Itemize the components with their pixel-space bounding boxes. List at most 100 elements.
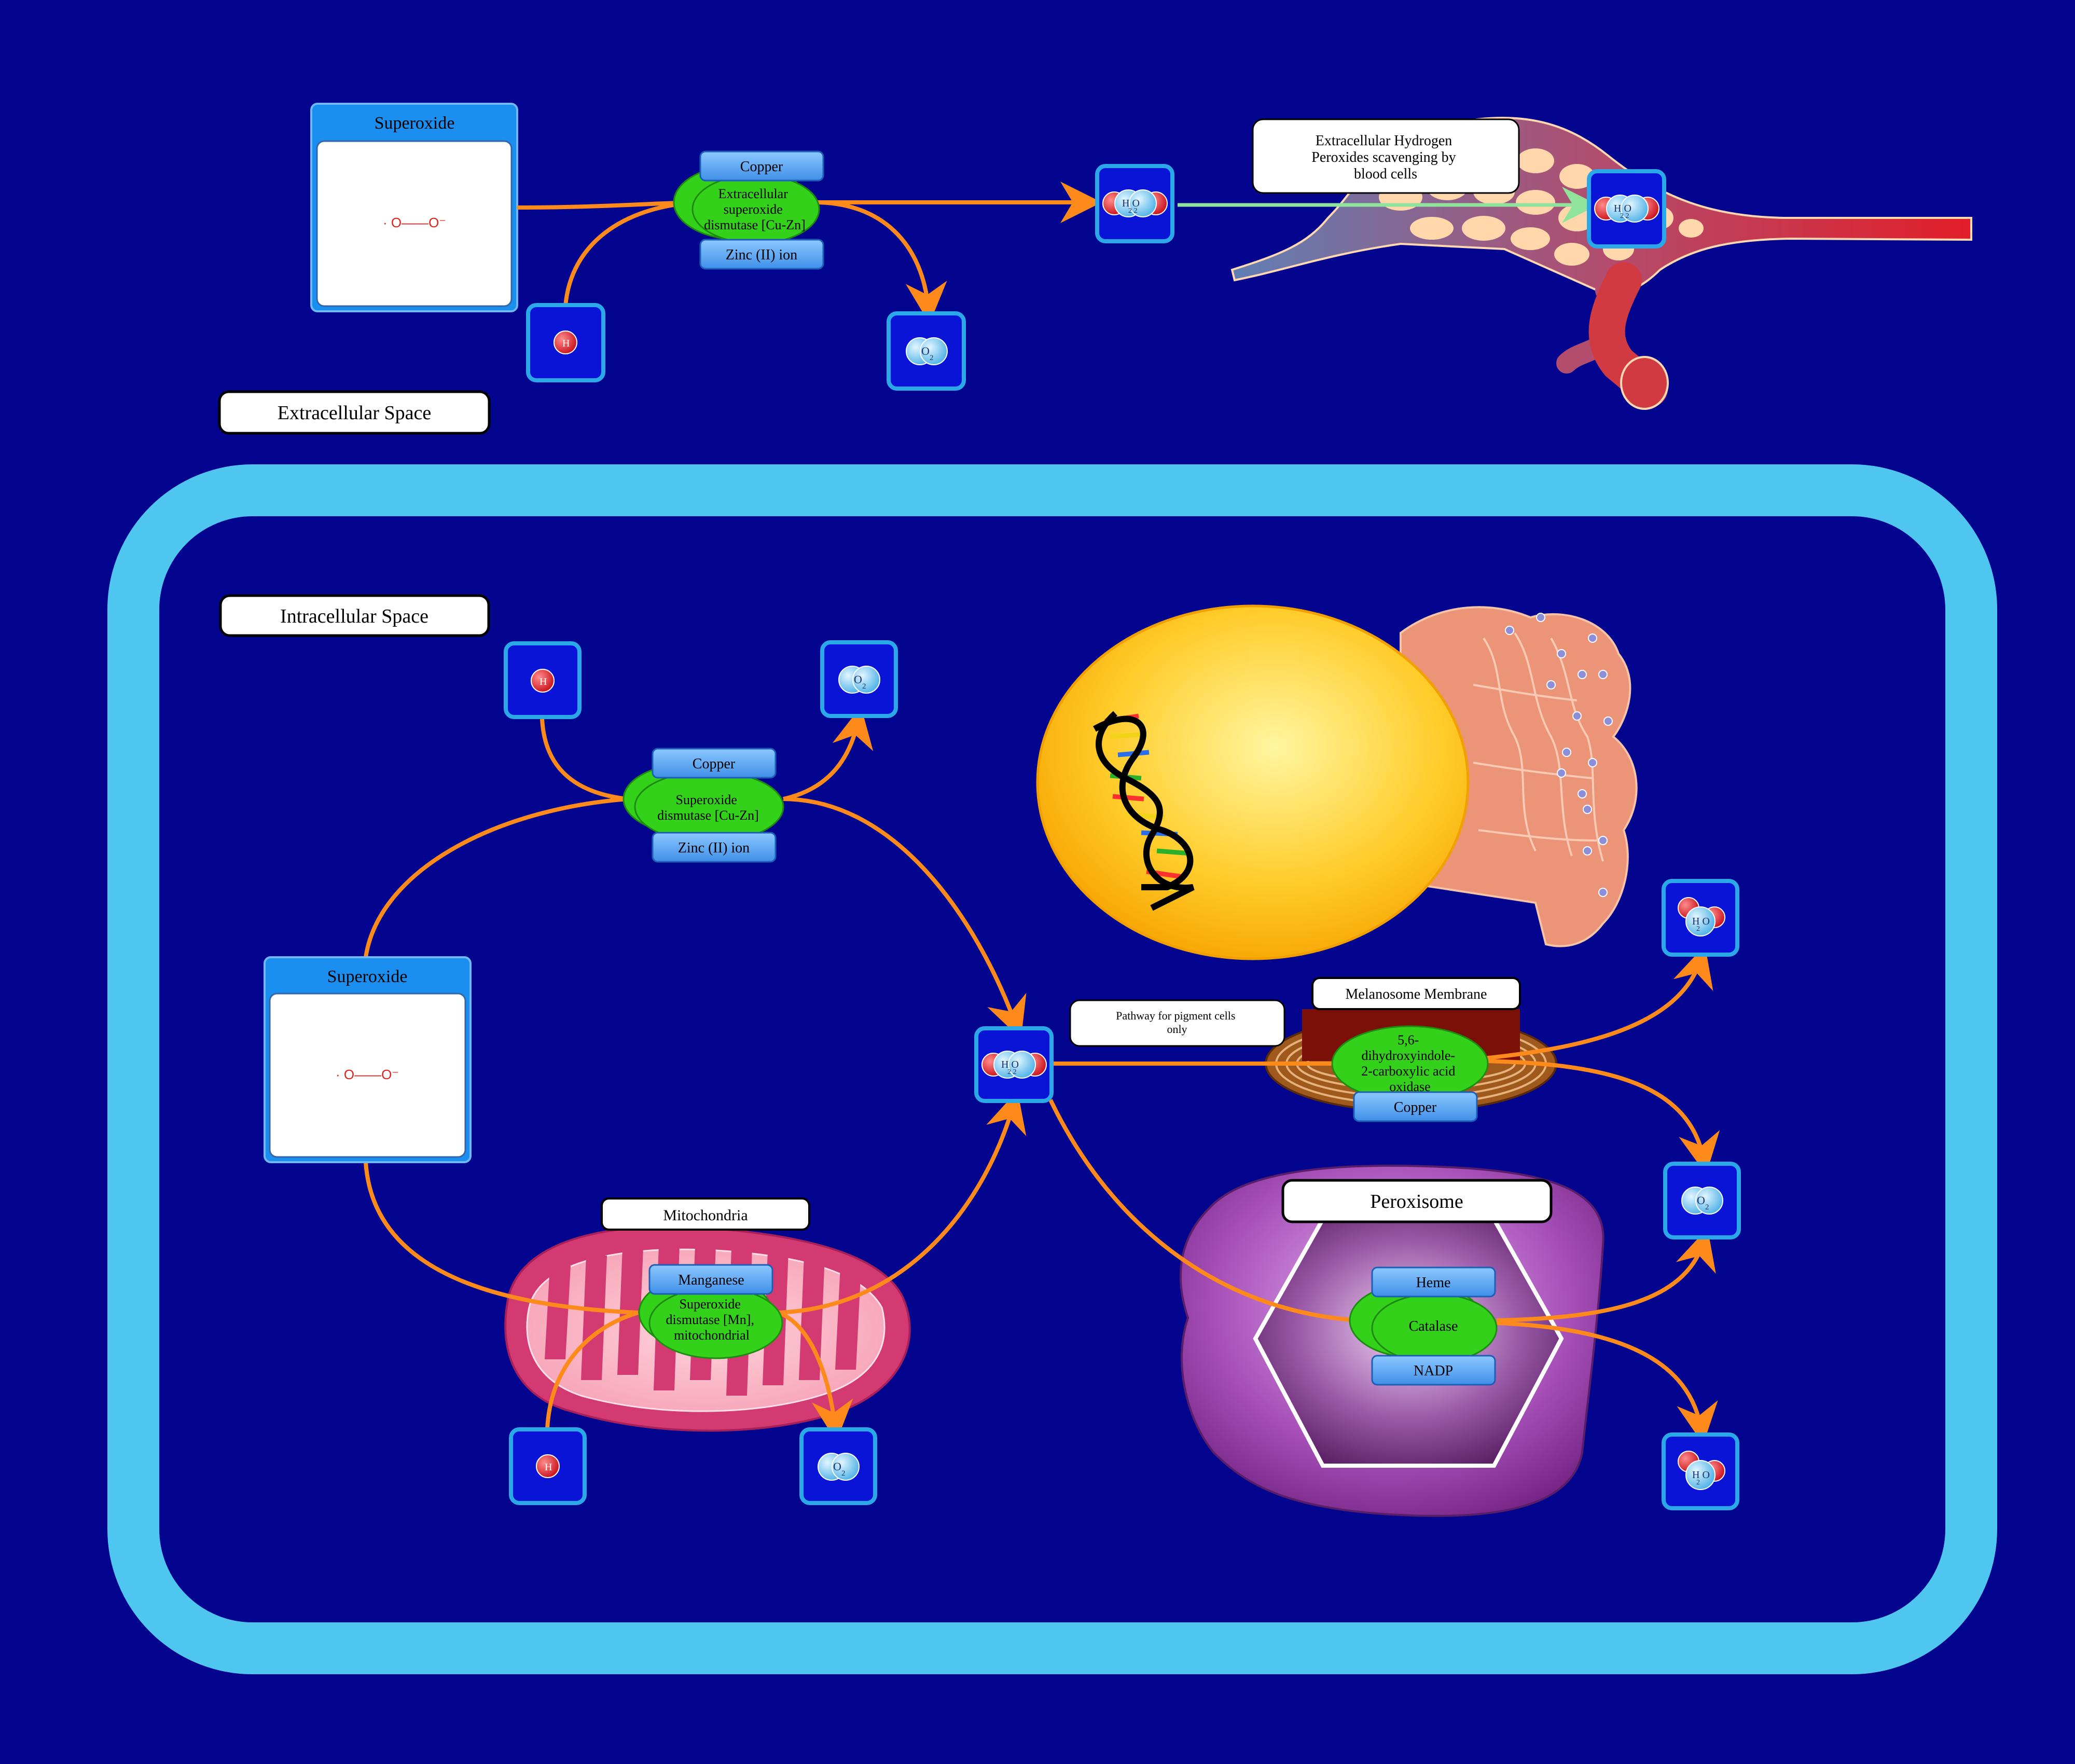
- arrow-superoxide-to-sodcuzn: [364, 797, 628, 958]
- svg-text:H: H: [540, 676, 547, 687]
- catalase-enzyme[interactable]: Catalase Heme NADP: [1349, 1266, 1498, 1386]
- svg-text:2: 2: [841, 1469, 846, 1478]
- extracellular-region: Superoxide · O——O⁻ Extracellular superox…: [218, 103, 1972, 435]
- superoxide-formula: · O——O⁻: [336, 1067, 399, 1082]
- arrow-hplus-to-sodmn: [545, 1311, 639, 1430]
- intracellular-o2-bottom-node[interactable]: O 2: [799, 1427, 877, 1505]
- ecsod-cofactor-copper[interactable]: [699, 150, 824, 182]
- intracellular-h2o2-node[interactable]: H O 2 2: [974, 1026, 1054, 1103]
- svg-text:H O: H O: [1692, 916, 1710, 927]
- svg-text:O: O: [1697, 1194, 1705, 1207]
- extracellular-h2o2-node[interactable]: H O 2 2: [1095, 164, 1174, 243]
- sod-cuzn-cofactor-zinc[interactable]: [652, 832, 777, 863]
- superoxide-formula: · O——O⁻: [383, 215, 446, 230]
- svg-text:NADP: NADP: [1414, 1363, 1453, 1379]
- arrow-ecsod-to-o2: [814, 200, 947, 324]
- intracellular-space-label: Intracellular Space: [219, 594, 490, 637]
- svg-text:2 2: 2 2: [1128, 207, 1138, 215]
- pigment-note-box: [1069, 999, 1285, 1047]
- intracellular-arrows: [364, 706, 1720, 1444]
- blood-h2o2-node[interactable]: H O 2 2: [1587, 169, 1666, 249]
- blood-scavenging-note: Extracellular Hydrogen Peroxides scaveng…: [1252, 118, 1520, 194]
- arrow-oxidase-to-h2o-top: [1483, 945, 1713, 1060]
- melanosome-oxidase-enzyme[interactable]: 5,6- dihydroxyindole- 2-carboxylic acid …: [1331, 1025, 1489, 1122]
- svg-text:Zinc (II) ion: Zinc (II) ion: [678, 840, 750, 856]
- mitochondria-label: Mitochondria: [663, 1207, 748, 1224]
- svg-text:H O: H O: [1692, 1469, 1710, 1481]
- melanosome-illustration: Melanosome Membrane Pathway for pigment …: [1069, 977, 1557, 1112]
- sod-mn-cofactor-manganese[interactable]: [648, 1264, 773, 1295]
- svg-text:Intracellular Space: Intracellular Space: [280, 605, 428, 627]
- extracellular-arrows: [517, 182, 1102, 324]
- svg-text:Heme: Heme: [1416, 1275, 1451, 1291]
- arrow-sodmn-to-h2o2: [778, 1090, 1027, 1315]
- superoxide-title: Superoxide: [327, 967, 408, 986]
- svg-text:2: 2: [862, 682, 866, 691]
- svg-text:H O: H O: [1614, 203, 1631, 214]
- extracellular-sod-enzyme[interactable]: Extracellular superoxide dismutase [Cu-Z…: [673, 150, 824, 270]
- melanosome-label: Melanosome Membrane: [1346, 986, 1487, 1002]
- svg-text:2 2: 2 2: [1007, 1068, 1017, 1076]
- extracellular-hplus-node[interactable]: H: [526, 303, 605, 382]
- ecsod-label: Extracellular superoxide dismutase [Cu-Z…: [704, 186, 806, 232]
- superoxide-title: Superoxide: [375, 114, 455, 133]
- svg-text:O: O: [833, 1460, 841, 1473]
- arrow-hplus-to-ecsod: [563, 200, 696, 307]
- svg-text:H O: H O: [1122, 198, 1140, 209]
- dna-helix: [1093, 711, 1195, 911]
- sod-cuzn-cofactor-copper[interactable]: [652, 748, 777, 779]
- svg-text:Extracellular Hydrogen: Extracellular Hydrogen Peroxides scaveng…: [1311, 133, 1459, 182]
- svg-text:2 2: 2 2: [1620, 212, 1629, 220]
- arrow-hplus-to-sodcuzn: [540, 718, 628, 801]
- h2o-bottom-node[interactable]: H O 2: [1662, 1432, 1739, 1510]
- sod-cuzn-label: Superoxide dismutase [Cu-Zn]: [657, 792, 759, 823]
- ecsod-cofactor-copper-label: Copper: [740, 159, 783, 175]
- pigment-note: Pathway for pigment cells only: [1116, 1009, 1238, 1036]
- melanosome-label-box: [1311, 977, 1521, 1010]
- svg-text:2: 2: [1696, 925, 1700, 933]
- intracellular-hplus-bottom-node[interactable]: H: [509, 1427, 587, 1505]
- arrow-superoxide-to-sodmn: [364, 1162, 639, 1315]
- mitochondria-label-box: [601, 1197, 810, 1231]
- sod-mn-label: Superoxide dismutase [Mn], mitochondrial: [666, 1297, 758, 1343]
- arrow-catalase-to-h2o: [1496, 1321, 1718, 1444]
- arrow-sodcuzn-to-o2: [783, 706, 874, 801]
- svg-text:2: 2: [1696, 1479, 1700, 1486]
- arrow-catalase-to-o2: [1496, 1228, 1716, 1322]
- arrow-sodmn-to-o2: [777, 1311, 853, 1442]
- ecsod-cofactor-zinc-label: Zinc (II) ion: [726, 247, 797, 263]
- intracellular-o2-top-node[interactable]: O 2: [820, 640, 898, 718]
- catalase-label: Catalase: [1409, 1318, 1458, 1334]
- sod-mn-enzyme[interactable]: Superoxide dismutase [Mn], mitochondrial…: [638, 1264, 783, 1359]
- extracellular-superoxide-node[interactable]: Superoxide · O——O⁻: [310, 103, 518, 312]
- svg-text:Copper: Copper: [693, 756, 736, 772]
- arrow-oxidase-to-o2: [1483, 1059, 1720, 1175]
- catalase-cofactor-heme[interactable]: [1371, 1266, 1496, 1298]
- extracellular-o2-node[interactable]: O 2: [887, 311, 966, 391]
- peroxisome-label-box: [1281, 1179, 1553, 1223]
- extracellular-space-label: Extracellular Space: [218, 390, 491, 435]
- svg-text:2: 2: [1705, 1203, 1709, 1211]
- intracellular-superoxide-node[interactable]: Superoxide · O——O⁻: [264, 956, 472, 1163]
- h2o-top-node[interactable]: H O 2: [1662, 879, 1739, 957]
- arrow-h2o2-to-catalase: [1048, 1099, 1360, 1322]
- svg-text:O: O: [921, 344, 930, 357]
- svg-text:Extracellular Space: Extracellular Space: [278, 402, 431, 424]
- o2-right-node[interactable]: O 2: [1663, 1162, 1741, 1239]
- ribosomes: [1505, 613, 1613, 897]
- svg-text:2: 2: [930, 354, 934, 362]
- vessel-branch-large: [1588, 262, 1668, 407]
- arrow-sodcuzn-to-h2o2: [783, 797, 1027, 1039]
- vessel-opening: [1620, 356, 1669, 410]
- melanosome-cofactor-copper[interactable]: [1353, 1091, 1478, 1122]
- intracellular-region: Intracellular Space: [219, 594, 1741, 1517]
- ecsod-cofactor-zinc[interactable]: [699, 239, 824, 270]
- peroxisome-label: Peroxisome: [1370, 1191, 1463, 1212]
- intracellular-hplus-top-node[interactable]: H: [504, 641, 582, 719]
- catalase-cofactor-nadp[interactable]: [1371, 1355, 1496, 1386]
- sod-cuzn-enzyme[interactable]: Superoxide dismutase [Cu-Zn] Copper Zinc…: [622, 748, 784, 863]
- svg-text:Manganese: Manganese: [678, 1272, 744, 1288]
- cell-membrane: [107, 464, 1997, 1674]
- svg-text:H O: H O: [1001, 1059, 1019, 1070]
